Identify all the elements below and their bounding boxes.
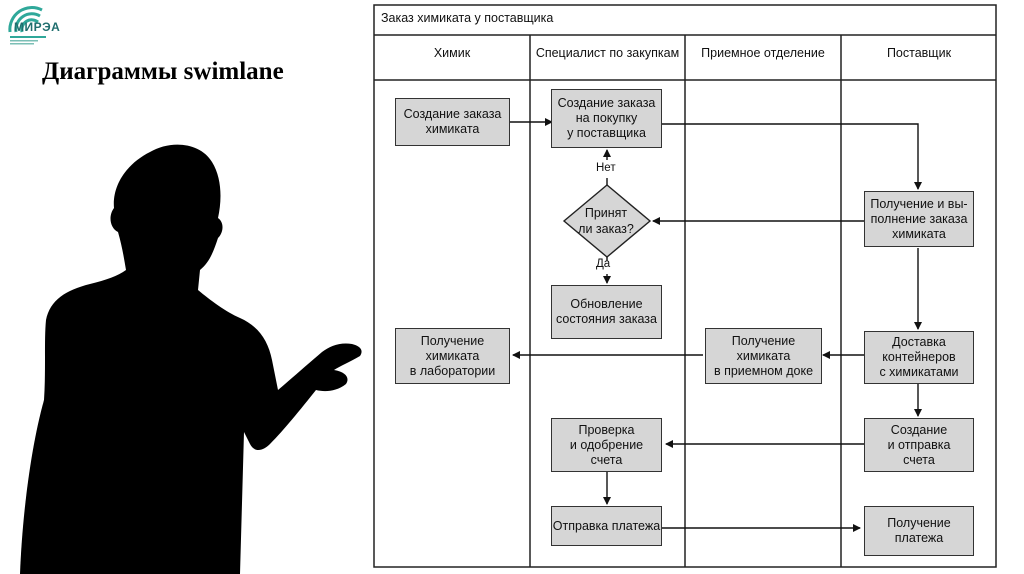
lane-header-purchasing: Специалист по закупкам — [535, 46, 680, 60]
presenter-silhouette — [20, 144, 362, 574]
node-verify-invoice: Проверка и одобрение счета — [551, 418, 662, 472]
logo-text: МИРЭА — [14, 20, 61, 34]
decision-no-label: Нет — [596, 162, 616, 174]
lane-header-receiving: Приемное отделение — [701, 46, 825, 60]
node-receive-lab: Получение химиката в лаборатории — [395, 328, 510, 384]
node-receive-dock: Получение химиката в приемном доке — [705, 328, 822, 384]
mirea-logo — [8, 6, 46, 45]
diagram-title: Заказ химиката у поставщика — [381, 11, 554, 25]
node-create-invoice: Создание и отправка счета — [864, 418, 974, 472]
node-receive-fulfill: Получение и вы- полнение заказа химиката — [864, 191, 974, 247]
decision-yes-label: Да — [596, 258, 611, 270]
arrow — [662, 123, 922, 190]
node-deliver: Доставка контейнеров с химикатами — [864, 331, 974, 384]
node-create-purchase: Создание заказа на покупку у поставщика — [551, 89, 662, 148]
lane-header-chemist: Химик — [433, 46, 471, 60]
decision-label: Принят ли заказ? — [578, 206, 634, 236]
lane-header-vendor: Поставщик — [886, 46, 952, 60]
slide-title: Диаграммы swimlane — [42, 58, 284, 85]
node-receive-payment: Получение платежа — [864, 506, 974, 556]
swimlane-diagram — [373, 4, 997, 568]
node-update-status: Обновление состояния заказа — [551, 285, 662, 339]
node-create-order: Создание заказа химиката — [395, 98, 510, 146]
node-send-payment: Отправка платежа — [551, 506, 662, 546]
